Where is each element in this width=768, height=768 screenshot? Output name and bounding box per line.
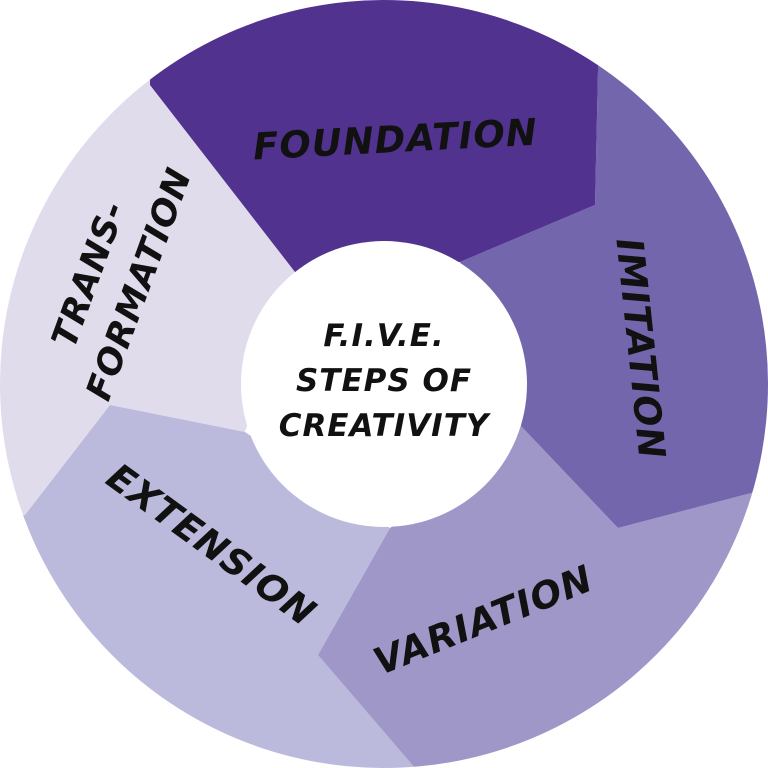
center-circle — [241, 241, 527, 527]
segment-foundation — [150, 0, 598, 272]
center-title-line-1: F.I.V.E. — [323, 318, 444, 354]
center-title-line-2: STEPS OF — [296, 363, 472, 399]
center-title-line-3: CREATIVITY — [279, 408, 492, 444]
